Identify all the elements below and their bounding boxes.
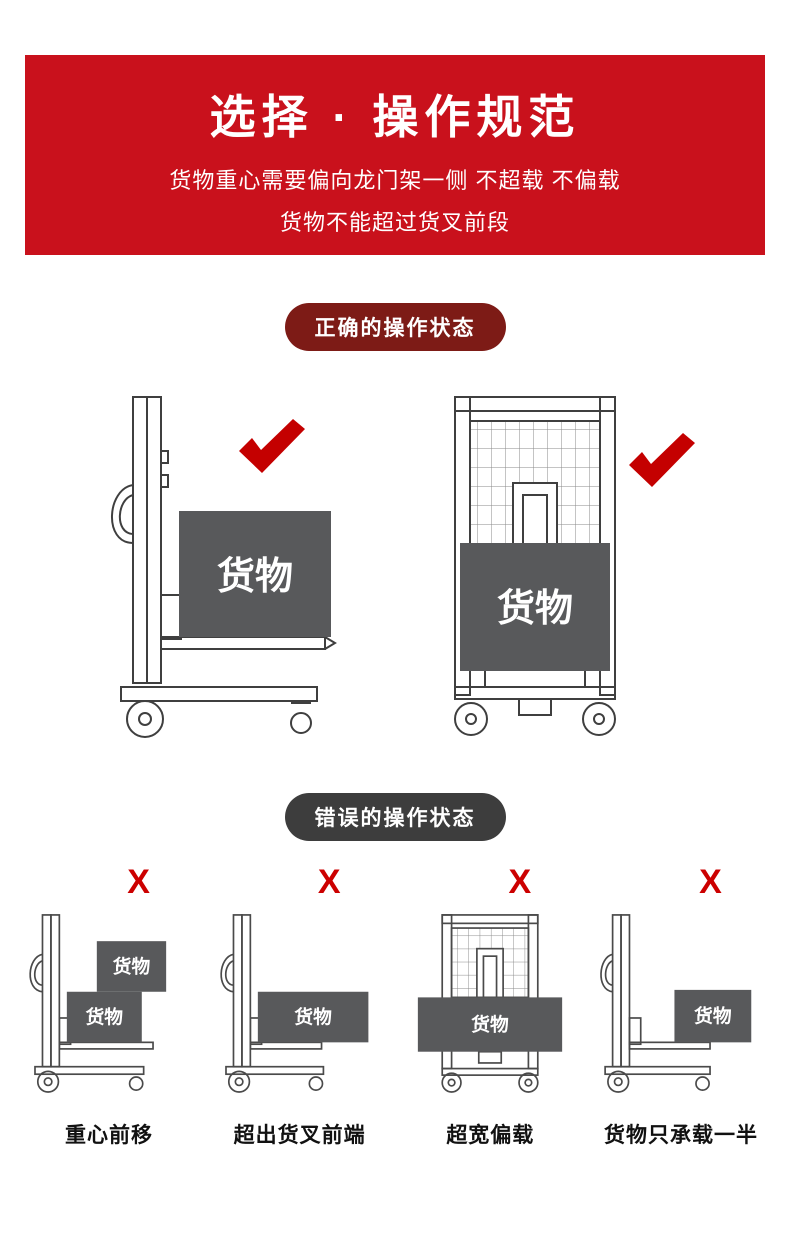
page: 选择 · 操作规范 货物重心需要偏向龙门架一侧 不超载 不偏载 货物不能超过货叉… <box>0 55 790 1149</box>
cargo-box-bottom <box>66 991 142 1043</box>
wrong-card-half-supported: X 货物 货物只承载一半 <box>590 865 772 1149</box>
check-icon <box>629 433 695 487</box>
x-icon: X <box>508 863 532 901</box>
wrong-caption: 重心前移 <box>65 1124 153 1147</box>
check-icon <box>239 419 305 473</box>
stacker-side-outline <box>111 396 337 738</box>
stacker-side-outline <box>600 914 711 1093</box>
correct-front-view-figure: 货物 <box>454 396 695 736</box>
wrong-card-beyond-fork: X 货物 超出货叉前端 <box>209 865 391 1149</box>
cargo-label: 货物 <box>113 956 151 977</box>
correct-figures-row: 货物 <box>0 391 790 751</box>
cargo-box <box>418 997 563 1052</box>
wrong-card-overwide: X <box>399 865 581 1149</box>
correct-side-view-figure: 货物 <box>111 396 337 738</box>
stacker-front-outline <box>441 914 539 1093</box>
wrong-side-view-overhang-figure: 货物 <box>220 914 369 1093</box>
x-icon: X <box>127 863 150 901</box>
cargo-label: 货物 <box>694 1006 732 1027</box>
x-icon: X <box>699 863 722 901</box>
cargo-box-top <box>96 941 167 992</box>
cargo-box <box>460 543 610 671</box>
banner-subtitle-2: 货物不能超过货叉前段 <box>279 210 510 235</box>
wrong-side-view-half-figure: 货物 <box>600 914 752 1093</box>
cargo-label: 货物 <box>217 556 293 598</box>
wrong-figures-row: X 货物 货物 重心前移 <box>0 865 790 1149</box>
cargo-box <box>179 511 331 637</box>
cargo-box <box>674 989 752 1043</box>
cargo-label: 货物 <box>497 588 573 630</box>
wrong-card-forward-shift: X 货物 货物 重心前移 <box>18 865 200 1149</box>
banner-subtitle-1: 货物重心需要偏向龙门架一侧 不超载 不偏载 <box>169 168 621 193</box>
cargo-label: 货物 <box>86 1007 124 1028</box>
wrong-caption: 超宽偏载 <box>446 1124 535 1147</box>
cargo-label: 货物 <box>294 1007 332 1028</box>
stacker-side-outline <box>220 914 324 1093</box>
stacker-side-outline <box>29 914 154 1093</box>
banner-title: 选择 · 操作规范 <box>209 91 581 143</box>
correct-section-label: 正确的操作状态 <box>284 303 506 351</box>
wrong-side-view-stacked-figure: 货物 货物 <box>29 914 167 1093</box>
banner: 选择 · 操作规范 货物重心需要偏向龙门架一侧 不超载 不偏载 货物不能超过货叉… <box>25 55 765 255</box>
wrong-front-view-wide-figure: 货物 <box>418 914 563 1093</box>
wrong-caption: 货物只承载一半 <box>603 1124 758 1147</box>
wrong-section-label: 错误的操作状态 <box>284 793 506 841</box>
cargo-box <box>257 991 369 1043</box>
x-icon: X <box>317 863 341 901</box>
wrong-caption: 超出货叉前端 <box>233 1124 366 1147</box>
cargo-label: 货物 <box>472 1014 510 1035</box>
